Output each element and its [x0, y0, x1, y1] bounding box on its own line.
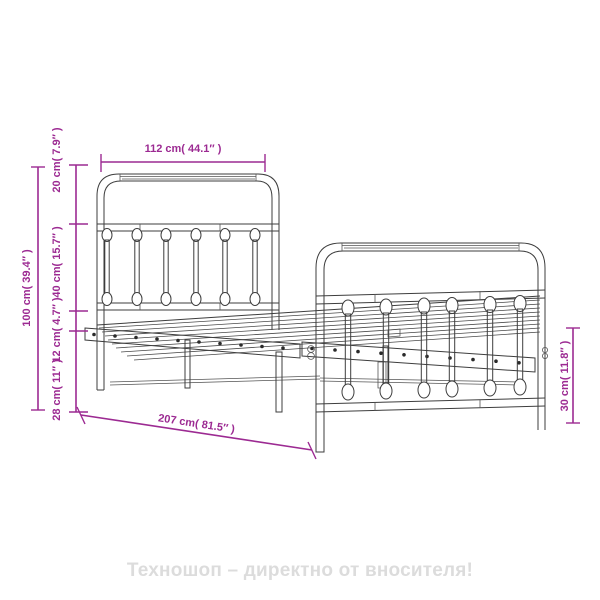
headboard-spindles [101, 228, 261, 306]
dimension-length-bottom: 207 cm( 81.5″ ) [76, 406, 317, 460]
dimension-rail-label: 12 cm( 4.7″ ) [51, 297, 63, 363]
side-rail-holes-right [310, 346, 521, 365]
footboard-spindles [341, 295, 527, 401]
bed-frame-drawing [84, 173, 549, 453]
dimension-width-top-label: 112 cm( 44.1″ ) [145, 143, 222, 155]
headboard [96, 173, 280, 391]
watermark-text: Техношоп – директно от вносителя! [126, 560, 474, 581]
dimension-footboard-height-label: 30 cm( 11.8″ ) [559, 340, 571, 411]
dimension-leg-label: 28 cm( 11″ ) [51, 359, 63, 421]
footboard [307, 242, 549, 453]
dimension-arch-label: 20 cm( 7.9″ ) [51, 127, 63, 193]
slat-base [84, 295, 541, 413]
dimension-width-top: 112 cm( 44.1″ ) [100, 143, 266, 172]
dimension-footboard-height: 30 cm( 11.8″ ) [559, 327, 580, 424]
dimension-total-height: 100 cm( 39.4″ ) [21, 166, 45, 411]
side-rail-holes-left [92, 332, 285, 350]
dimension-panel-label: 40 cm( 15.7″ ) [51, 226, 63, 298]
dimension-left-segments: 20 cm( 7.9″ ) 40 cm( 15.7″ ) 12 cm( 4.7″… [51, 127, 88, 421]
dimension-total-height-label: 100 cm( 39.4″ ) [21, 249, 33, 327]
